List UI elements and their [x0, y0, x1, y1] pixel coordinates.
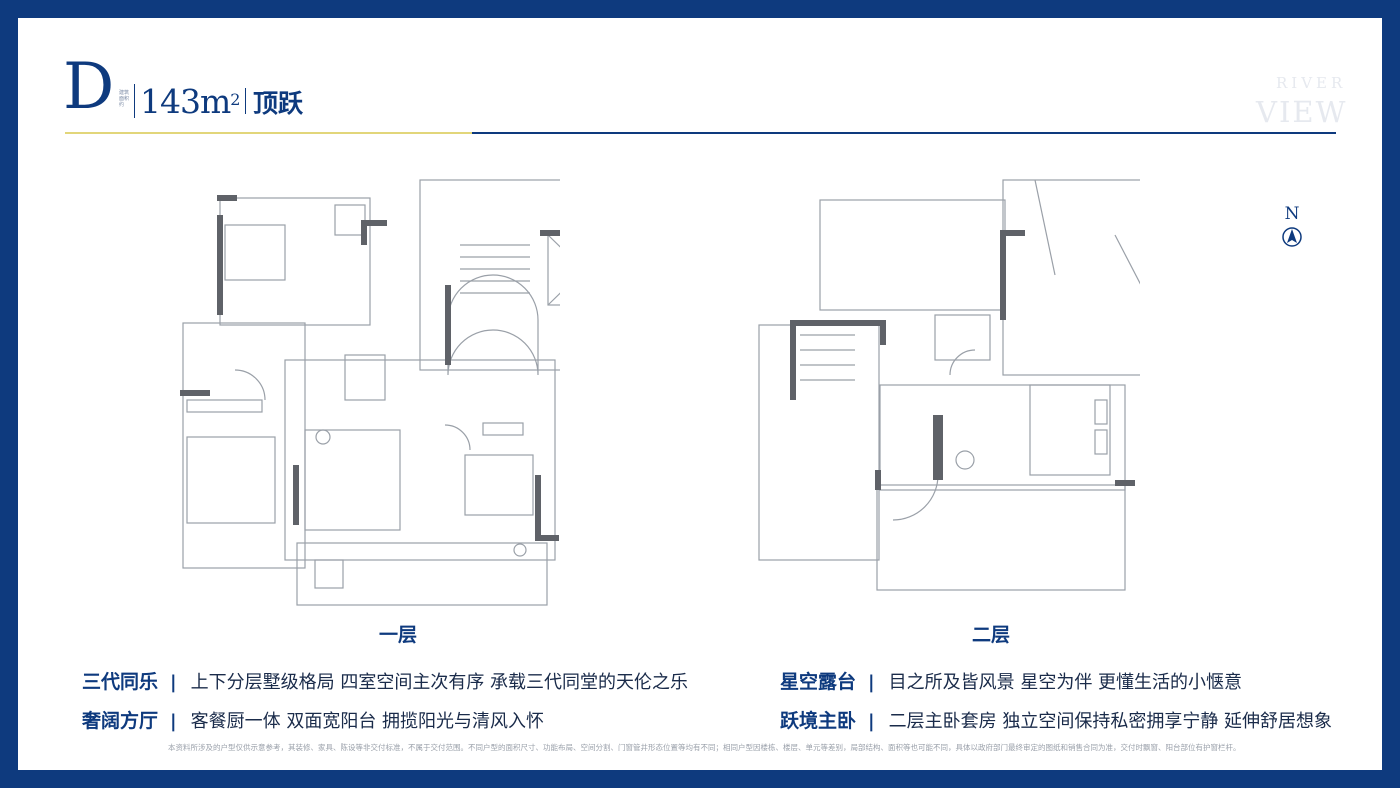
floor-plan-second	[758, 179, 1140, 591]
feature-title: 奢阔方厅	[82, 710, 159, 732]
floor-label-second: 二层	[972, 624, 1011, 646]
feature-item: 星空露台|目之所及皆风景 星空为伴 更懂生活的小惬意	[780, 671, 1243, 693]
area-note: 建筑面积约	[119, 90, 130, 108]
disclaimer-text: 本资料所涉及的户型仅供示意参考，其装修、家具、陈设等非交付标准，不属于交付范围。…	[168, 743, 1241, 752]
title-divider	[245, 88, 246, 114]
unit-type: 顶跃	[253, 89, 304, 118]
feature-item: 奢阔方厅|客餐厨一体 双面宽阳台 拥揽阳光与清风入怀	[82, 710, 545, 732]
watermark-river: RIVER	[1276, 74, 1347, 92]
north-compass: N	[1275, 204, 1309, 252]
unit-letter: D	[63, 50, 115, 124]
title-rule-gold	[65, 132, 472, 134]
feature-item: 跃境主卧|二层主卧套房 独立空间保持私密拥享宁静 延伸舒居想象	[780, 710, 1333, 732]
floor-plan-first	[180, 179, 560, 606]
feature-desc: 客餐厨一体 双面宽阳台 拥揽阳光与清风入怀	[190, 711, 545, 732]
watermark-view: VIEW	[1256, 95, 1348, 129]
unit-area: 143m2	[140, 82, 240, 122]
compass-arrow-icon	[1282, 227, 1302, 247]
unit-area-value: 143m	[140, 82, 231, 121]
feature-desc: 目之所及皆风景 星空为伴 更懂生活的小惬意	[888, 672, 1243, 693]
title-rule-blue	[472, 132, 1336, 134]
feature-title: 星空露台	[780, 671, 857, 693]
feature-desc: 上下分层墅级格局 四室空间主次有序 承载三代同堂的天伦之乐	[190, 672, 689, 693]
title-divider	[134, 84, 135, 118]
floor-label-first: 一层	[379, 624, 418, 646]
feature-title: 三代同乐	[82, 671, 159, 693]
feature-desc: 二层主卧套房 独立空间保持私密拥享宁静 延伸舒居想象	[888, 711, 1333, 732]
unit-area-sup: 2	[230, 90, 240, 109]
content-card	[18, 18, 1382, 770]
feature-item: 三代同乐|上下分层墅级格局 四室空间主次有序 承载三代同堂的天伦之乐	[82, 671, 689, 693]
feature-title: 跃境主卧	[780, 710, 857, 732]
north-label: N	[1284, 204, 1300, 224]
